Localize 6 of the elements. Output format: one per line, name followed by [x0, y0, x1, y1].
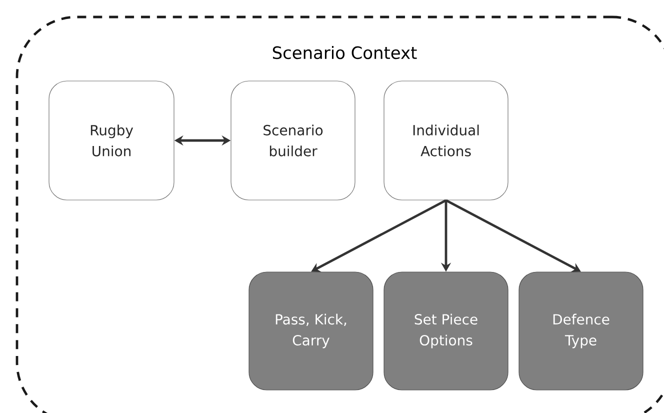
process-box: Pass, Kick, Carry — [248, 272, 374, 390]
process-box: Individual Actions — [384, 80, 508, 200]
process-box: Scenario builder — [230, 80, 356, 200]
process-box: Rugby Union — [48, 80, 174, 200]
process-box: Defence Type — [518, 272, 644, 390]
process-box: Set Piece Options — [384, 272, 508, 390]
